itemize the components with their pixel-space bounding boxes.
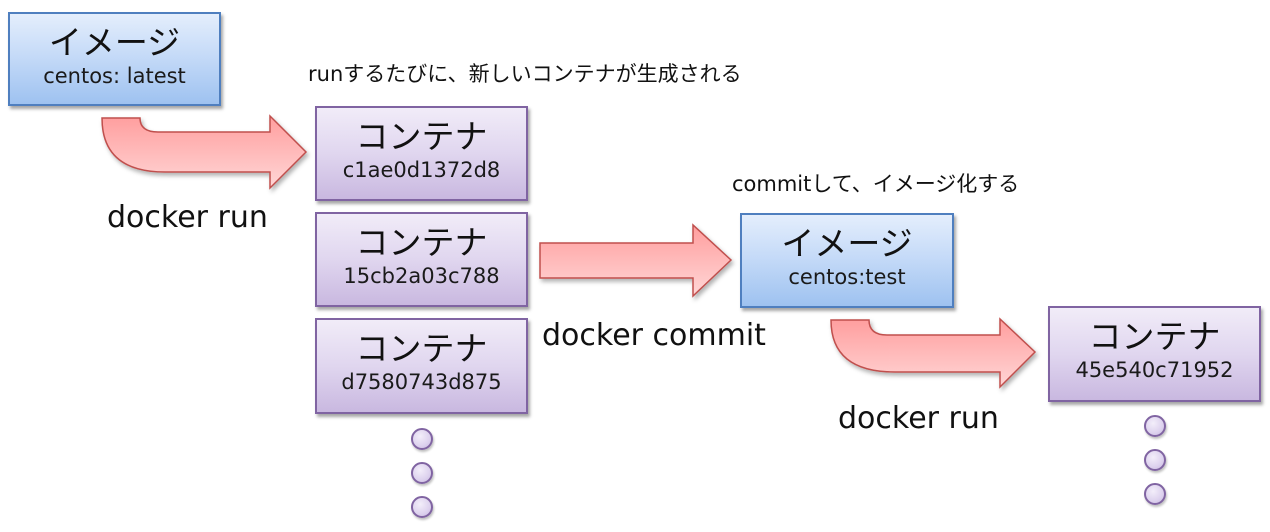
container-box: コンテナ 15cb2a03c788 <box>315 212 528 307</box>
image-box-centos-test: イメージ centos:test <box>740 213 954 308</box>
curved-arrow-run-2 <box>830 317 1037 389</box>
container-title: コンテナ <box>1088 317 1221 356</box>
container-title: コンテナ <box>355 329 488 368</box>
container-id: 15cb2a03c788 <box>343 264 500 288</box>
commit-note: commitして、イメージ化する <box>732 172 1020 196</box>
image-tag: centos: latest <box>43 64 186 88</box>
curved-arrow-run-1 <box>101 114 308 190</box>
docker-run-label-2: docker run <box>838 401 999 436</box>
ellipsis-dot <box>1144 415 1166 437</box>
straight-arrow-commit <box>539 223 733 298</box>
container-box: コンテナ 45e540c71952 <box>1048 306 1261 402</box>
ellipsis-dot <box>1144 483 1166 505</box>
ellipsis-dot <box>1144 449 1166 471</box>
container-box: コンテナ c1ae0d1372d8 <box>315 106 528 201</box>
image-title: イメージ <box>48 23 181 62</box>
container-id: c1ae0d1372d8 <box>342 158 501 182</box>
container-id: d7580743d875 <box>341 370 502 394</box>
ellipsis-dot <box>411 462 433 484</box>
image-box-centos-latest: イメージ centos: latest <box>8 12 221 106</box>
ellipsis-dot <box>411 428 433 450</box>
container-id: 45e540c71952 <box>1075 358 1234 382</box>
docker-run-label-1: docker run <box>107 200 268 235</box>
container-box: コンテナ d7580743d875 <box>315 318 528 414</box>
ellipsis-dot <box>411 496 433 518</box>
container-title: コンテナ <box>355 117 488 156</box>
run-note: runするたびに、新しいコンテナが生成される <box>308 62 742 86</box>
image-title: イメージ <box>781 224 913 263</box>
docker-commit-label: docker commit <box>542 318 766 353</box>
image-tag: centos:test <box>788 265 906 289</box>
container-title: コンテナ <box>355 223 488 262</box>
